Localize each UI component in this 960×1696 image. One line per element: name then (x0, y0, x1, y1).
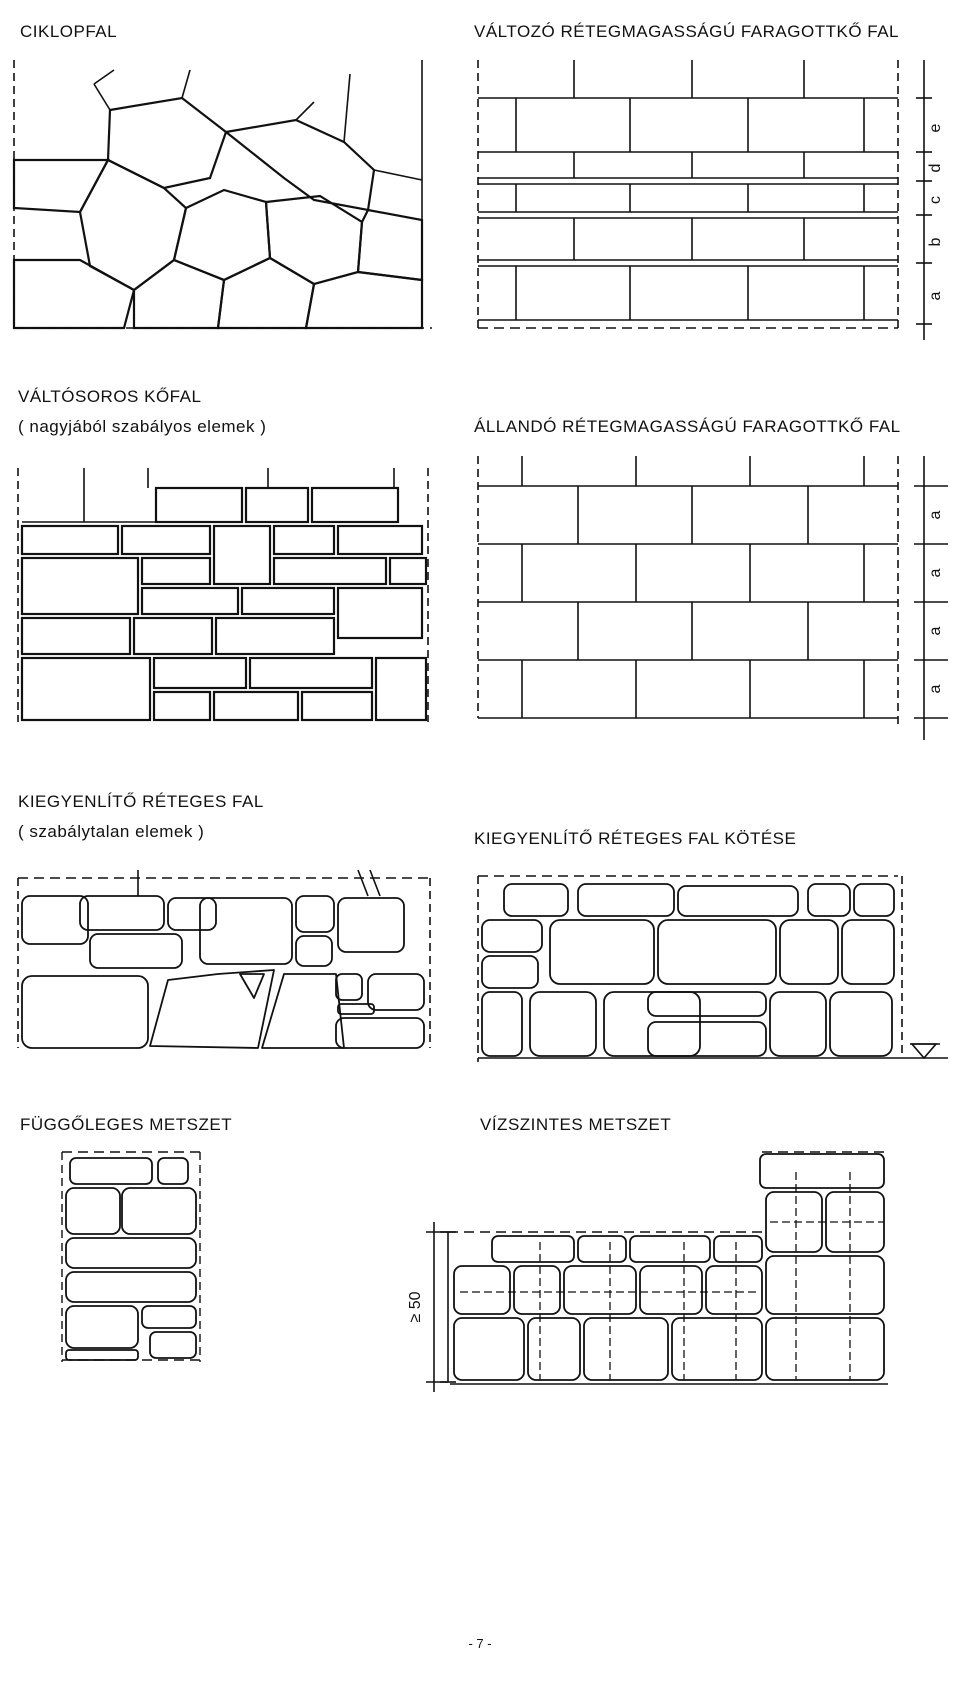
figure-title-valtozo-retegmagassagu: VÁLTOZÓ RÉTEGMAGASSÁGÚ FARAGOTTKŐ FAL (474, 22, 900, 41)
kiegyenlito-fal-drawing (17, 869, 431, 1049)
figure-title-vizszintes-metszet: VÍZSZINTES METSZET (480, 1115, 672, 1134)
course-label: a (927, 684, 944, 693)
figure-title-valtosoros: VÁLTÓSOROS KŐFAL (18, 387, 202, 406)
figure-title-ciklopfal: CIKLOPFAL (20, 22, 118, 41)
ciklopfal-drawing (12, 60, 432, 330)
course-label: e (927, 123, 944, 132)
valtosoros-fal-drawing (17, 468, 429, 722)
page-number: - 7 - (468, 1636, 492, 1651)
figure-title-fuggoleges-metszet: FÜGGŐLEGES METSZET (20, 1115, 233, 1134)
allando-fal-drawing: a a a a (477, 456, 948, 740)
valtozo-fal-drawing: e d c b a (477, 60, 944, 340)
figure-title-kiegyenlito-kotese: KIEGYENLÍTŐ RÉTEGES FAL KÖTÉSE (474, 829, 797, 848)
kiegyenlito-kotese-drawing (477, 875, 948, 1062)
figure-subtitle-kiegyenlito: ( szabálytalan elemek ) (18, 822, 205, 841)
course-label: c (927, 196, 944, 204)
dimension-label: ≥ 50 (407, 1291, 424, 1322)
course-label: a (927, 626, 944, 635)
course-label: b (927, 237, 944, 246)
figure-title-allando-retegmagassagu: ÁLLANDÓ RÉTEGMAGASSÁGÚ FARAGOTTKŐ FAL (474, 417, 901, 436)
vizszintes-metszet-drawing: ≥ 50 (407, 1151, 888, 1392)
course-label: a (927, 568, 944, 577)
course-label: d (927, 164, 944, 173)
figure-subtitle-valtosoros: ( nagyjából szabályos elemek ) (18, 417, 267, 436)
figure-title-kiegyenlito: KIEGYENLÍTŐ RÉTEGES FAL (18, 792, 264, 811)
course-label: a (927, 291, 944, 300)
fuggoleges-metszet-drawing (61, 1151, 206, 1362)
course-label: a (927, 510, 944, 519)
